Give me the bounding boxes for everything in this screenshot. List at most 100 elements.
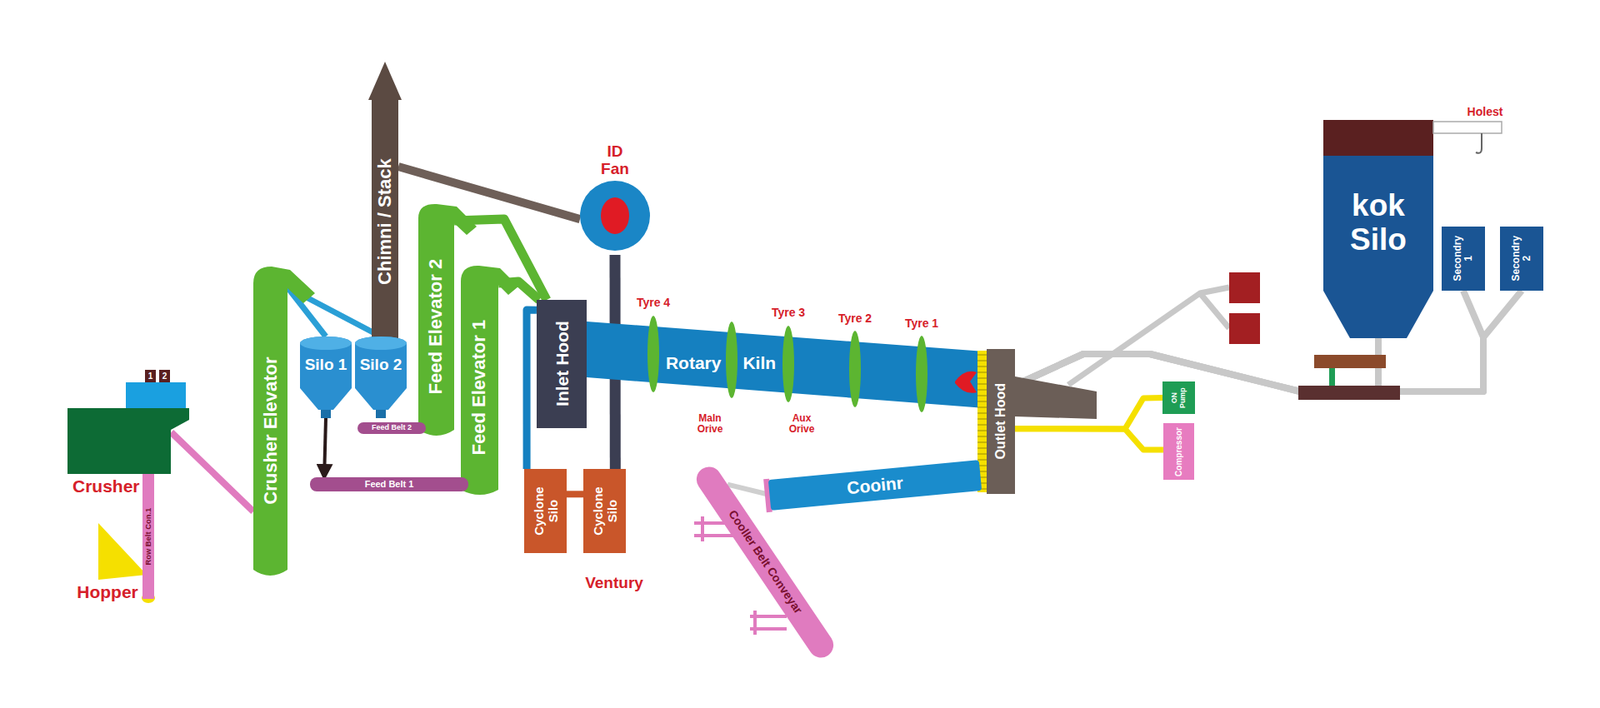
callout-holder: Aux Orive	[785, 413, 819, 435]
feed-elevator	[460, 265, 519, 495]
crusher-elevator	[253, 266, 315, 576]
inlet-hood: Inlet Hood	[536, 300, 587, 429]
hopper-shape	[98, 523, 149, 580]
node-label: ON Pump	[1170, 384, 1187, 413]
node-label: Silo 1	[305, 356, 348, 375]
node-label: kok Silo	[1336, 189, 1420, 257]
node-label: Feed Belt 2	[371, 424, 412, 433]
hoist-hook	[1475, 133, 1482, 154]
node-label: Secondry 2	[1510, 234, 1533, 285]
air-blower	[1229, 313, 1260, 345]
silo-outline	[355, 336, 407, 419]
burner-pipe	[1015, 376, 1097, 420]
pump: ON Pump	[1162, 381, 1195, 415]
node-label: Outlet Hood	[993, 383, 1009, 460]
callout-label: Tyre 3	[771, 306, 805, 320]
callout-holder: Tyre 3	[771, 306, 805, 320]
burner-flame	[955, 371, 977, 394]
silo-outline	[300, 336, 352, 419]
connector	[1015, 290, 1522, 392]
node-label: Cooinr	[845, 472, 905, 497]
silo-roof	[1323, 120, 1434, 158]
silo-cone	[1323, 290, 1434, 339]
callout-label: Maln Orive	[689, 413, 731, 435]
callout-label: Tyre 1	[905, 317, 939, 330]
connector	[171, 432, 255, 512]
crusher-body	[67, 408, 190, 475]
node-label: Hopper	[76, 582, 139, 602]
cyclone-silo: Cyclone Silo	[583, 469, 626, 554]
crusher-shape	[67, 408, 190, 475]
id-fan: ID Fan	[580, 143, 650, 255]
crusher: Crusher	[67, 408, 193, 505]
bucket-elevator: Feed Elevator 1	[460, 283, 499, 492]
callout-holder: Maln Orive	[689, 413, 731, 435]
node-label: Feed Elevator 2	[425, 259, 446, 395]
callout-label: Tyre 4	[636, 296, 670, 310]
node-label: Cyclone Silo	[531, 482, 560, 541]
cyclone-silo: Cyclone Silo	[524, 469, 567, 554]
callout-holder: Tyre 4	[636, 296, 670, 310]
rotary-kiln: Rotary Kiln	[658, 348, 784, 379]
node-label: Cyclone Silo	[590, 482, 619, 541]
node-label: Rotary	[665, 353, 722, 373]
feed-belt: Feed Belt 2	[357, 422, 426, 435]
node-label: Secondry 1	[1452, 234, 1475, 285]
node-label: Row Belt Con.1	[144, 508, 153, 566]
hopper: Hopper	[70, 523, 145, 607]
connector	[1015, 429, 1164, 450]
bucket-elevator: Feed Elevator 2	[418, 220, 455, 434]
cooler-drum: Cooinr	[768, 460, 982, 511]
callout-holder: Tyre 1	[905, 317, 939, 330]
feeder-bar	[1314, 355, 1386, 369]
box-number: 2	[159, 370, 170, 383]
node-label: Feed Belt 1	[365, 479, 415, 490]
silo-shape	[300, 336, 352, 419]
compressor: Compressor	[1163, 423, 1195, 480]
node-label: Crusher Elevator	[260, 357, 280, 505]
hopper-body	[98, 523, 149, 580]
node-label: Crusher	[72, 476, 140, 496]
stack-tip	[368, 61, 402, 100]
air-blower	[1229, 272, 1260, 304]
silo: Silo 2	[355, 336, 407, 419]
fan-body	[580, 180, 650, 251]
air-pipe	[1068, 287, 1230, 385]
node-label: Inlet Hood	[551, 321, 571, 408]
kiln-tyre	[915, 335, 928, 413]
callout-label: Tyre 2	[838, 312, 872, 325]
node-label: Kiln	[742, 353, 776, 373]
box-number: 1	[145, 370, 156, 383]
node-label: Feed Elevator 1	[469, 320, 490, 456]
chimney-stack: Chimni / Stack	[371, 96, 399, 347]
raw-belt-conveyor: Row Belt Con.1	[142, 474, 155, 600]
callout-label: Ventury	[585, 575, 644, 593]
node-label: Chimni / Stack	[375, 158, 395, 285]
id-fan-shape	[580, 180, 650, 251]
node-label: Compressor	[1174, 427, 1184, 477]
hoist-arm	[1433, 121, 1502, 134]
silo-shape	[355, 336, 407, 419]
node-label: Cooller Belt Conveyar	[725, 508, 805, 617]
callout-label: Aux Orive	[785, 413, 819, 435]
feeder-base	[1298, 385, 1400, 400]
silo: Silo 1	[300, 336, 352, 419]
kiln-tyre	[782, 325, 795, 403]
connector	[324, 418, 326, 478]
callout-holder: Ventury	[585, 575, 644, 593]
connector	[566, 490, 584, 498]
feeder-stem	[1329, 368, 1335, 387]
node-label: Silo 2	[360, 356, 403, 375]
connector	[1015, 290, 1379, 392]
node-label: ID Fan	[596, 143, 634, 179]
bucket-elevator: Crusher Elevator	[253, 287, 288, 575]
crusher-feed-box	[125, 382, 186, 409]
feed-belt: Feed Belt 1	[310, 477, 469, 492]
secondary-bin: Secondry 2	[1500, 226, 1544, 291]
callout-holder: Holest	[1467, 105, 1504, 119]
kiln-tyre	[647, 315, 660, 393]
secondary-bin: Secondry 1	[1441, 226, 1485, 291]
outlet-hood: Outlet Hood	[986, 349, 1015, 495]
kiln-tyre	[725, 321, 738, 399]
node-label: 1	[148, 371, 154, 381]
